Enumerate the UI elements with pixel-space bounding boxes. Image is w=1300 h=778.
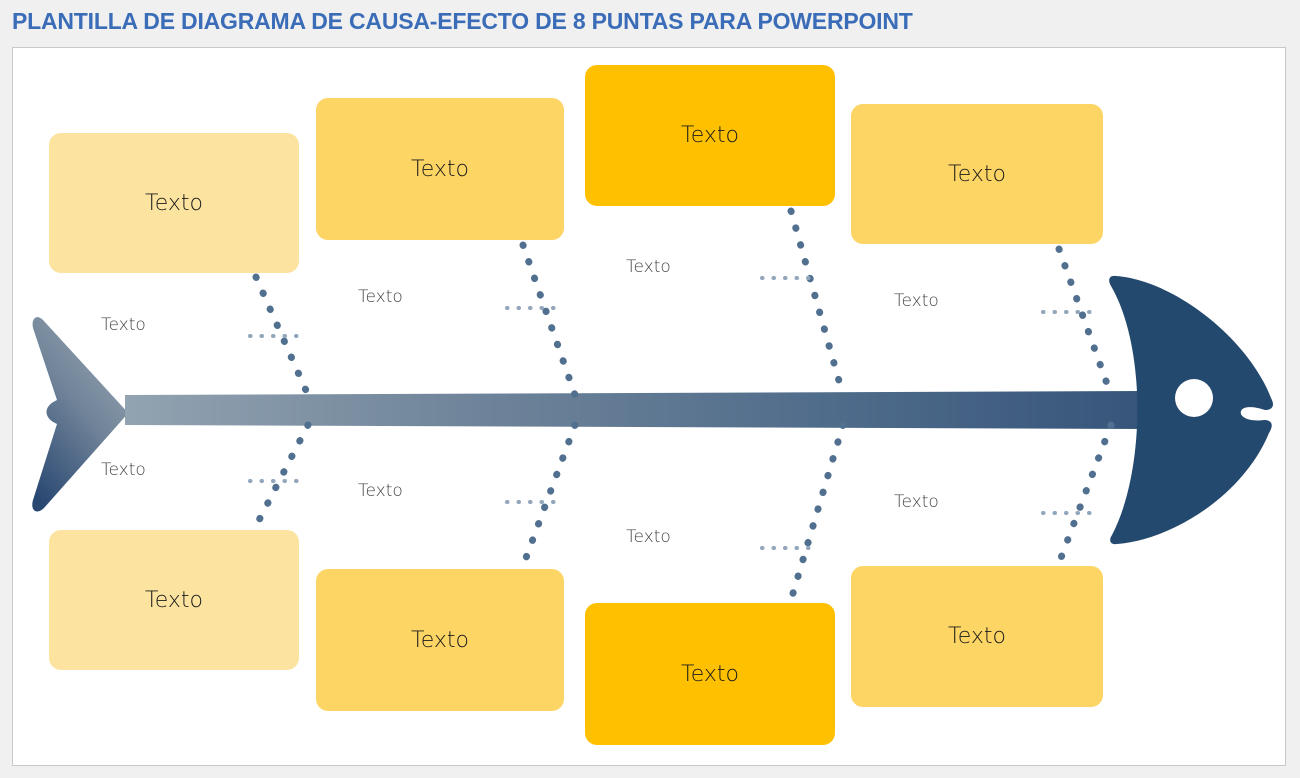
cause-box-bottom-1[interactable]: Texto xyxy=(49,530,299,670)
cause-box-top-1[interactable]: Texto xyxy=(49,133,299,273)
bone-bottom-3 xyxy=(787,421,847,604)
page-title: PLANTILLA DE DIAGRAMA DE CAUSA-EFECTO DE… xyxy=(12,8,913,34)
fish-tail xyxy=(32,317,131,512)
cause-box-label: Texto xyxy=(411,156,469,182)
bone-top-2 xyxy=(519,241,579,399)
bone-top-3 xyxy=(787,207,847,399)
cause-box-label: Texto xyxy=(948,161,1006,187)
bone-label-bottom-2[interactable]: Texto xyxy=(358,481,403,501)
bone-connectors xyxy=(252,207,1115,604)
cause-box-label: Texto xyxy=(145,587,203,613)
cause-box-bottom-4[interactable]: Texto xyxy=(851,566,1103,707)
fish-eye xyxy=(1175,379,1213,417)
cause-box-top-3[interactable]: Texto xyxy=(585,65,835,206)
bone-top-1 xyxy=(252,273,312,399)
fish-spine xyxy=(125,391,1153,429)
bone-label-bottom-1[interactable]: Texto xyxy=(101,460,146,480)
bone-label-top-4[interactable]: Texto xyxy=(894,291,939,311)
fish-head xyxy=(1109,275,1273,545)
bone-bottom-4 xyxy=(1055,421,1115,567)
bone-label-top-3[interactable]: Texto xyxy=(626,257,671,277)
cause-box-label: Texto xyxy=(411,627,469,653)
bone-bottom-2 xyxy=(519,421,579,570)
bone-top-4 xyxy=(1055,245,1115,399)
cause-box-bottom-2[interactable]: Texto xyxy=(316,569,564,711)
bone-bottom-1 xyxy=(252,421,312,530)
bone-label-bottom-3[interactable]: Texto xyxy=(626,527,671,547)
leader-lines xyxy=(248,276,1098,550)
bone-label-top-1[interactable]: Texto xyxy=(101,315,146,335)
cause-box-bottom-3[interactable]: Texto xyxy=(585,603,835,745)
bone-label-bottom-4[interactable]: Texto xyxy=(894,492,939,512)
cause-box-label: Texto xyxy=(681,123,739,148)
fishbone-graphic xyxy=(32,207,1273,604)
cause-box-top-2[interactable]: Texto xyxy=(316,98,564,240)
cause-box-label: Texto xyxy=(948,624,1006,649)
cause-box-top-4[interactable]: Texto xyxy=(851,104,1103,244)
cause-box-label: Texto xyxy=(681,661,739,687)
cause-box-label: Texto xyxy=(145,190,203,216)
bone-label-top-2[interactable]: Texto xyxy=(358,287,403,307)
